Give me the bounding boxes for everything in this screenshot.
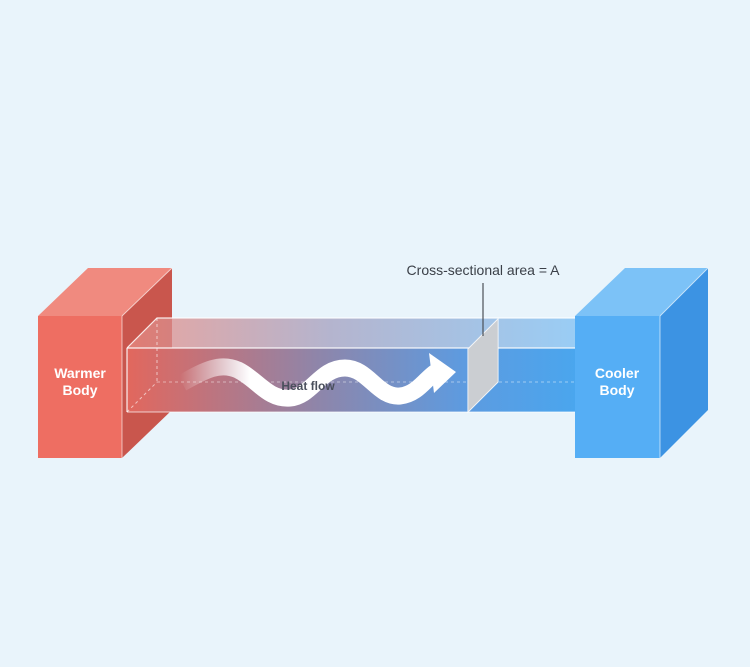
warmer-body-label-line1: Warmer [54,365,106,381]
cooler-body-label-line1: Cooler [595,365,640,381]
cross-sectional-area-label: Cross-sectional area = A [407,262,561,278]
heat-flow-arrowhead [429,353,456,393]
heat-flow-label: Heat flow [281,379,335,393]
warmer-body-front [38,316,122,458]
warmer-body-top [38,268,172,316]
heat-flow-arrow-body [177,358,441,407]
cooler-body: Cooler Body [575,267,709,458]
cooler-body-label-line2: Body [600,382,635,398]
heat-flow-arrow: Heat flow [177,353,456,407]
cooler-body-front [575,316,660,458]
cooler-body-side [660,268,708,458]
cross-section-plate [467,317,499,414]
warmer-body-label-line2: Body [63,382,98,398]
cooler-body-top [575,268,708,316]
bar-top-face [127,318,577,348]
